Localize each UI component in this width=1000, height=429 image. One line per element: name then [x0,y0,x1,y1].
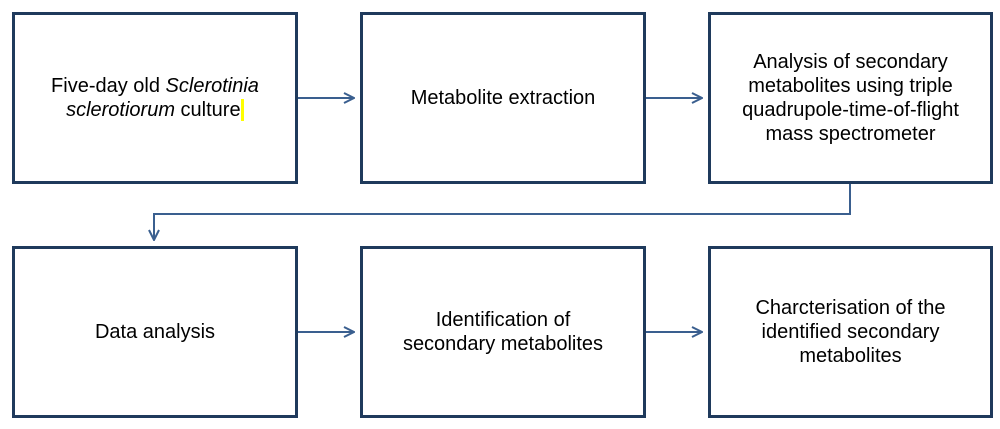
analysis-line: Analysis of secondary [753,51,948,73]
step-culture-label: Five-day old Sclerotinia sclerotiorum cu… [51,74,259,122]
identification-line: Identification of [435,309,571,331]
arrow-analysis-to-data-analysis [154,184,851,240]
culture-text-plain-1: Five-day old [51,75,160,97]
culture-text-species: sclerotiorum [66,99,175,121]
step-analysis-label: Analysis of secondary metabolites using … [742,50,959,146]
step-identification-box: Identification of secondary metabolites [360,246,646,418]
step-identification-label: Identification of secondary metabolites [403,308,603,356]
characterisation-line: identified secondary [761,321,940,343]
step-characterisation-box: Charcterisation of the identified second… [708,246,993,418]
analysis-line: mass spectrometer [765,123,936,145]
step-extraction-box: Metabolite extraction [360,12,646,184]
text-cursor-highlight [240,99,244,121]
step-characterisation-label: Charcterisation of the identified second… [755,296,945,368]
analysis-line: quadrupole-time-of-flight [742,99,959,121]
analysis-line: metabolites using triple [748,75,953,97]
culture-text-genus: Sclerotinia [165,75,259,97]
step-extraction-label: Metabolite extraction [410,87,596,109]
identification-line: secondary metabolites [402,333,604,355]
culture-text-plain-2: culture [180,99,241,121]
characterisation-line: Charcterisation of the [755,297,946,319]
characterisation-line: metabolites [799,345,902,367]
step-culture-box: Five-day old Sclerotinia sclerotiorum cu… [12,12,298,184]
step-data-analysis-box: Data analysis [12,246,298,418]
step-analysis-box: Analysis of secondary metabolites using … [708,12,993,184]
step-data-analysis-label: Data analysis [94,321,216,343]
